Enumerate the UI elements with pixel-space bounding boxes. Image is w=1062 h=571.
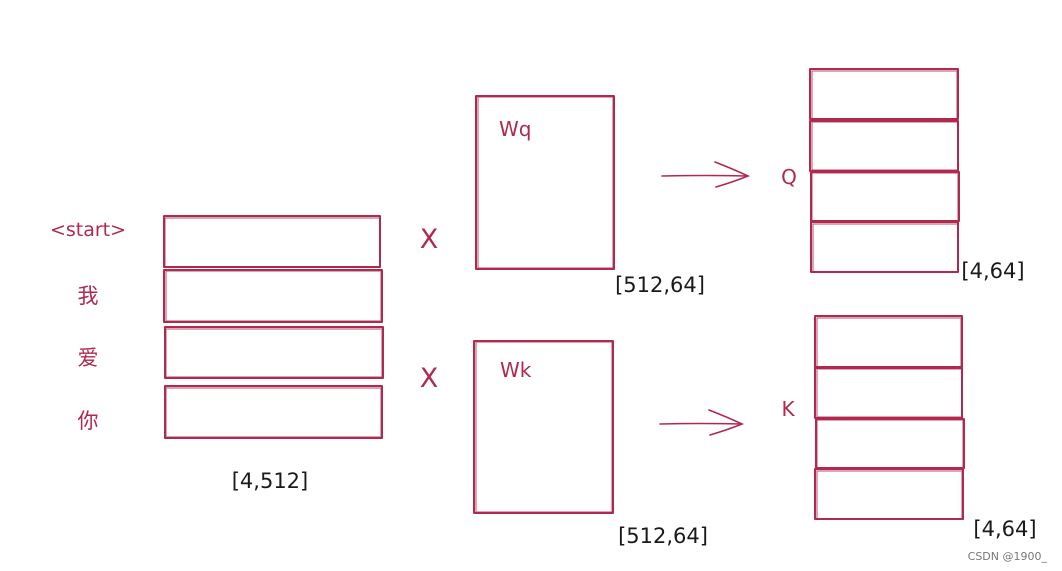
input-matrix xyxy=(163,215,384,439)
q-label: Q xyxy=(781,165,797,189)
multiply-operator-q: X xyxy=(420,224,439,255)
wq-matrix-box xyxy=(475,95,615,270)
arrow-to-k-head xyxy=(708,409,745,436)
input-row xyxy=(163,215,381,268)
q-row-sketch xyxy=(812,223,959,273)
q-row xyxy=(810,171,960,222)
arrow-to-q-head xyxy=(714,161,751,188)
k-row xyxy=(815,418,965,469)
k-row-sketch xyxy=(816,470,963,520)
watermark: CSDN @1900_ xyxy=(968,550,1048,563)
token-label-ai: 爱 xyxy=(78,346,99,370)
q-row-sketch xyxy=(811,70,958,120)
k-row-sketch xyxy=(816,419,964,469)
wk-matrix-box xyxy=(473,340,614,514)
input-row-sketch xyxy=(165,328,383,378)
wq-label: Wq xyxy=(499,117,531,141)
wk-label: Wk xyxy=(500,358,532,382)
input-row xyxy=(164,385,383,439)
input-shape-label: [4,512] xyxy=(232,469,309,493)
k-shape-label: [4,64] xyxy=(973,517,1036,541)
input-row xyxy=(163,269,383,323)
wk-shape-label: [512,64] xyxy=(618,524,708,548)
input-row xyxy=(164,326,384,379)
k-row xyxy=(814,315,963,368)
wk-matrix-sketch xyxy=(475,341,613,513)
q-row xyxy=(809,68,959,120)
q-row-sketch xyxy=(811,172,959,222)
k-row-sketch xyxy=(816,317,962,368)
input-row-sketch xyxy=(164,217,381,268)
arrow-to-k xyxy=(659,409,745,436)
input-row-sketch xyxy=(165,387,382,438)
token-label-wo: 我 xyxy=(78,284,99,308)
q-row-sketch xyxy=(811,121,959,171)
multiply-operator-k: X xyxy=(420,363,439,394)
k-row-sketch xyxy=(816,368,963,418)
k-label: K xyxy=(781,397,795,421)
arrow-to-k-shaft xyxy=(659,422,743,425)
q-row xyxy=(810,221,959,273)
k-matrix xyxy=(814,315,965,520)
q-row xyxy=(809,120,959,172)
k-row xyxy=(814,367,963,419)
k-row xyxy=(814,468,964,520)
wq-matrix-sketch xyxy=(477,96,614,269)
arrow-to-q xyxy=(661,161,751,188)
q-shape-label: [4,64] xyxy=(961,259,1024,283)
wq-matrix xyxy=(475,95,615,270)
token-label-ni: 你 xyxy=(78,409,99,433)
input-row-sketch xyxy=(165,270,382,322)
q-matrix xyxy=(809,68,960,273)
wq-shape-label: [512,64] xyxy=(615,273,705,297)
token-label-start: <start> xyxy=(50,219,126,241)
arrow-to-q-shaft xyxy=(661,174,749,177)
wk-matrix xyxy=(473,340,614,514)
